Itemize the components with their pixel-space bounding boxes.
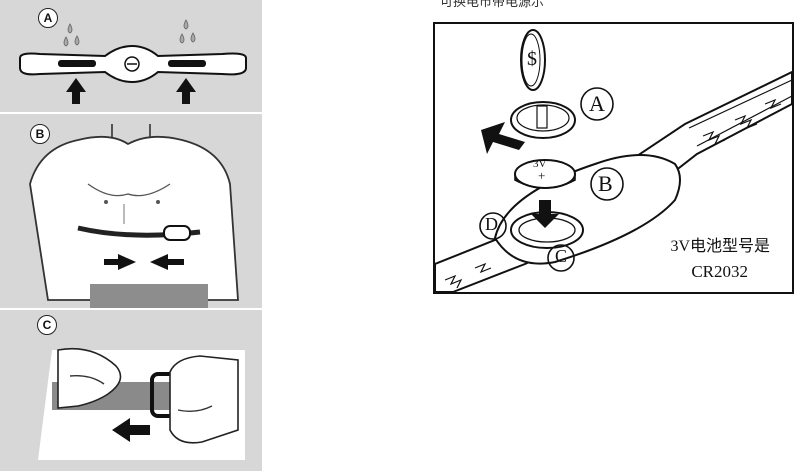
divider-bc (0, 308, 262, 310)
divider-ab (0, 112, 262, 114)
right-hand (169, 355, 239, 444)
callout-b: B (598, 171, 613, 196)
panel-c-illustration (38, 347, 245, 460)
header-fragment: 可换电市带电源示 (440, 0, 545, 10)
electrode-left (58, 60, 96, 67)
coin-symbol: $ (527, 48, 537, 70)
battery-caption-line1: 3V电池型号是 (670, 238, 770, 255)
pants (90, 284, 208, 308)
coin (520, 29, 546, 91)
electrode-right (168, 60, 206, 67)
battery-polarity-text: + (538, 168, 546, 183)
up-arrow-left (66, 78, 86, 104)
instruction-strip: A B (0, 0, 262, 471)
panel-b-illustration (29, 124, 239, 308)
callout-d: D (485, 214, 498, 234)
up-arrow-right (176, 78, 196, 104)
torso (29, 135, 239, 301)
callout-a: A (589, 91, 605, 116)
battery-diagram-illustration (435, 29, 792, 292)
panel-a-illustration (19, 19, 247, 104)
water-drops-right (179, 19, 196, 44)
battery-cover (510, 101, 576, 139)
battery-diagram: $ 3V + A B C D 3V电池型号是 CR2032 (433, 22, 794, 294)
remove-arrow (481, 122, 525, 154)
left-hand (57, 347, 122, 409)
battery-caption-line2: CR2032 (691, 262, 748, 281)
push-arrow-left (150, 254, 184, 270)
battery-voltage-text: 3V (533, 158, 547, 170)
pull-arrow-left (112, 418, 150, 442)
panel-c-label: C (37, 315, 57, 335)
insert-arrow (531, 200, 559, 228)
push-arrow-right (104, 254, 136, 270)
callout-c: C (555, 246, 568, 266)
water-drops-left (63, 23, 80, 47)
strap-clip (163, 225, 191, 241)
panel-b-label: B (30, 124, 50, 144)
panel-a-label: A (38, 8, 58, 28)
